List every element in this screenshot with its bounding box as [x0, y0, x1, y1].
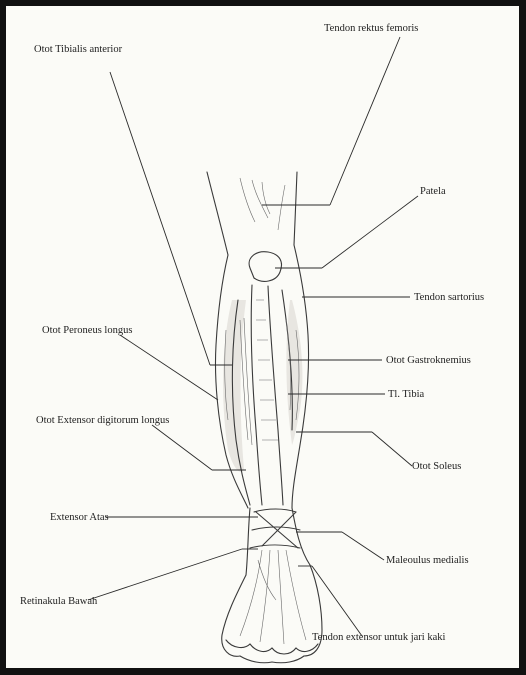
label-peroneus-longus: Otot Peroneus longus — [42, 325, 132, 336]
label-tendon-sartorius: Tendon sartorius — [414, 292, 484, 303]
leader-lines — [88, 37, 418, 636]
label-tendon-extensor: Tendon extensor untuk jari kaki — [312, 632, 445, 643]
label-retinakula-bawah: Retinakula Bawah — [20, 596, 98, 607]
label-maleolus-medialis: Maleoulus medialis — [386, 555, 469, 566]
label-extensor-atas: Extensor Atas — [50, 512, 109, 523]
label-tibia: Tl. Tibia — [388, 389, 425, 400]
leg-illustration — [207, 172, 322, 663]
patella-shape — [249, 252, 281, 282]
label-gastroknemius: Otot Gastroknemius — [386, 355, 471, 366]
label-patela: Patela — [420, 186, 446, 197]
label-extensor-digitorum-longus: Otot Extensor digitorum longus — [36, 415, 169, 426]
label-tendon-rektus-femoris: Tendon rektus femoris — [324, 23, 418, 34]
label-tibialis-anterior: Otot Tibialis anterior — [34, 44, 123, 55]
label-soleus: Otot Soleus — [412, 461, 461, 472]
labels: Otot Tibialis anterior Tendon rektus fem… — [20, 23, 484, 643]
